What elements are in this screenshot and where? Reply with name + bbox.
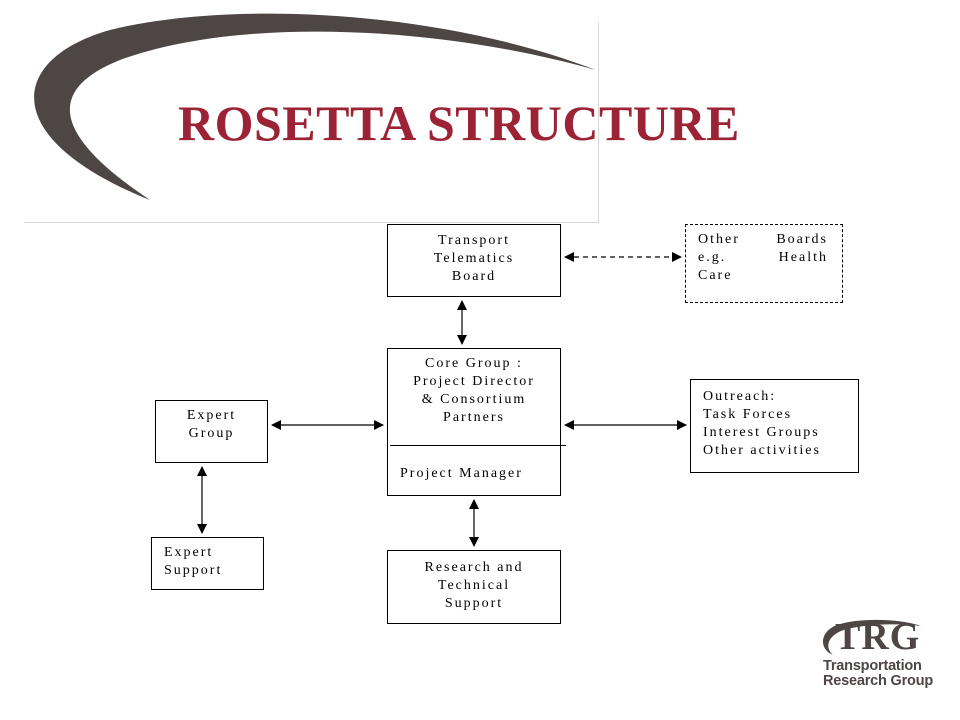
expert-group-box: Expert Group	[155, 400, 268, 463]
box-line: Outreach:	[703, 389, 777, 404]
box-line: Transport	[438, 233, 510, 248]
box-line: Other activities	[703, 443, 821, 458]
slide-title: ROSETTA STRUCTURE	[178, 95, 740, 151]
box-line: Telematics	[433, 251, 515, 266]
box-line: Partners	[443, 410, 505, 425]
other-boards-row: e.g. Health	[698, 249, 828, 267]
box-line: & Consortium	[421, 392, 527, 407]
box-line: Expert	[164, 545, 214, 560]
box-line: Group	[188, 426, 235, 441]
expert-support-box: Expert Support	[151, 537, 264, 590]
other-boards-row: Care	[698, 267, 828, 285]
logo-line-1: Transportation	[823, 658, 922, 674]
logo-swoosh-icon	[822, 619, 921, 655]
core-group-divider	[390, 445, 566, 446]
logo-line-2: Research Group	[823, 673, 934, 689]
other-boards-box: Other Boards e.g. Health Care	[685, 224, 843, 303]
core-group-box: Core Group : Project Director & Consorti…	[387, 348, 566, 496]
outreach-box: Outreach: Task Forces Interest Groups Ot…	[690, 379, 859, 473]
box-line: Research and	[424, 560, 524, 575]
research-technical-support-box: Research and Technical Support	[387, 550, 561, 624]
trg-logo: TRG Transportation Research Group	[817, 616, 933, 689]
box-line: Project Director	[413, 374, 535, 389]
box-word: Other	[698, 232, 740, 247]
box-line: Expert	[186, 408, 237, 423]
box-line: Task Forces	[703, 407, 793, 422]
box-word: e.g.	[698, 250, 727, 265]
title-panel	[24, 22, 599, 223]
box-word: Care	[698, 268, 733, 283]
project-manager-label: Project Manager	[400, 466, 523, 481]
box-line: Support	[164, 563, 223, 578]
logo-mark: TRG	[835, 616, 921, 658]
box-line: Core Group :	[425, 356, 523, 371]
box-word: Health	[778, 250, 828, 265]
box-line: Board	[451, 269, 497, 284]
box-word: Boards	[776, 232, 828, 247]
box-line: Interest Groups	[703, 425, 820, 440]
other-boards-row: Other Boards	[698, 231, 828, 249]
box-line: Support	[444, 596, 504, 611]
box-line: Technical	[437, 578, 511, 593]
transport-telematics-board-box: Transport Telematics Board	[387, 224, 561, 297]
